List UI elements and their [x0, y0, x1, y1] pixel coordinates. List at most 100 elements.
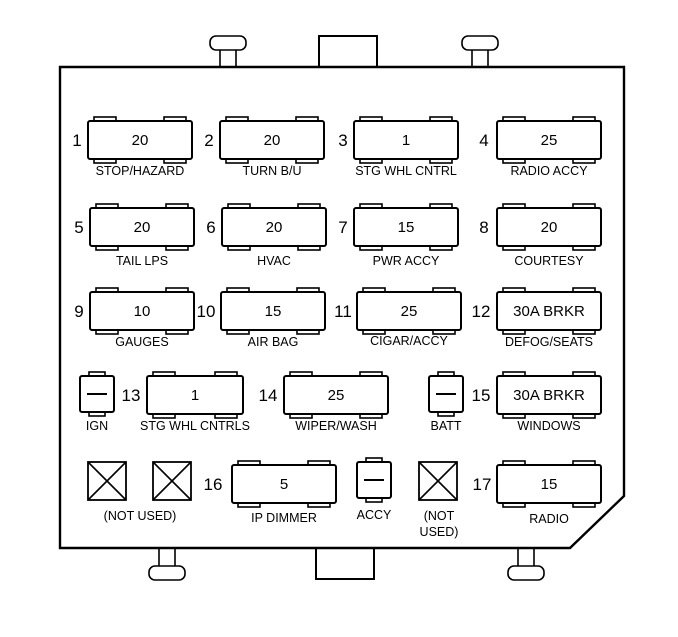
fuse-number: 14 — [259, 386, 278, 405]
small-slot-layer: IGN BATT ACCY — [79, 371, 464, 522]
slot-accy: ACCY — [356, 457, 392, 522]
unused-slot-1 — [87, 461, 127, 501]
fuse-circuit-label: CIGAR/ACCY — [370, 334, 448, 348]
fuse-number: 10 — [197, 302, 216, 321]
fuse-circuit-label: GAUGES — [115, 335, 169, 349]
top-right-mounting-post — [461, 35, 499, 69]
unused-slot-right-label-line1: (NOT — [424, 509, 455, 523]
fuse-circuit-label: AIR BAG — [248, 335, 299, 349]
fuse-rating: 25 — [328, 387, 345, 404]
fuse-body — [496, 464, 602, 504]
fuse-rating: 15 — [541, 476, 558, 493]
slot-ign: IGN — [79, 371, 115, 433]
slot-label: IGN — [86, 419, 108, 433]
fuse-rating: 5 — [280, 476, 288, 493]
fuse-number: 5 — [74, 218, 83, 237]
fuse-rating: 1 — [402, 132, 410, 149]
fuse-circuit-label: PWR ACCY — [373, 254, 440, 268]
fuse-body — [356, 291, 462, 331]
fuse-rating: 20 — [132, 132, 149, 149]
fuse-number: 15 — [472, 386, 491, 405]
fuse-rating: 25 — [541, 132, 558, 149]
fuse-number: 12 — [472, 302, 491, 321]
fuse-number: 17 — [473, 475, 492, 494]
fuse-circuit-label: WIPER/WASH — [295, 419, 376, 433]
fuse-number: 3 — [338, 131, 347, 150]
fuse-circuit-label: HVAC — [257, 254, 291, 268]
bottom-right-mounting-post — [507, 547, 545, 581]
fuse-rating: 15 — [265, 303, 282, 320]
fuse-body — [231, 464, 337, 504]
unused-slots-left-label: (NOT USED) — [104, 509, 177, 523]
slot-label: ACCY — [357, 508, 392, 522]
fuse-number: 8 — [479, 218, 488, 237]
fuse-rating: 20 — [264, 132, 281, 149]
fuse-circuit-label: RADIO ACCY — [510, 164, 588, 178]
fuse-body — [283, 375, 389, 415]
fuse-number: 13 — [122, 386, 141, 405]
fuse-number: 6 — [206, 218, 215, 237]
fuse-circuit-label: RADIO — [529, 512, 569, 526]
fuse-body — [87, 120, 193, 160]
fuse-number: 7 — [338, 218, 347, 237]
fuse-circuit-label: TAIL LPS — [116, 254, 168, 268]
bottom-left-mounting-post — [148, 547, 186, 581]
fuse-circuit-label: TURN B/U — [242, 164, 301, 178]
fuse-rating: 10 — [134, 303, 151, 320]
fuse-body — [220, 291, 326, 331]
fuse-circuit-label: COURTESY — [514, 254, 584, 268]
fuse-number: 1 — [72, 131, 81, 150]
fuse-body — [89, 207, 195, 247]
unused-slot-right-label-line2: USED) — [420, 525, 459, 539]
fuse-rating: 30A BRKR — [513, 303, 585, 320]
slot-label: BATT — [430, 419, 461, 433]
fuse-circuit-label: IP DIMMER — [251, 511, 317, 525]
unused-slot-2 — [152, 461, 192, 501]
fuse-body — [353, 207, 459, 247]
fuse-circuit-label: WINDOWS — [517, 419, 580, 433]
fuse-circuit-label: DEFOG/SEATS — [505, 335, 593, 349]
fuse-body — [221, 207, 327, 247]
fuse-number: 16 — [204, 475, 223, 494]
fuse-body — [89, 291, 195, 331]
fuse-body — [219, 120, 325, 160]
fuse-rating: 30A BRKR — [513, 387, 585, 404]
fuse-number: 9 — [74, 302, 83, 321]
fuse-rating: 25 — [401, 303, 418, 320]
fuse-circuit-label: STG WHL CNTRLS — [140, 419, 250, 433]
fuse-number: 2 — [204, 131, 213, 150]
fuse-rating: 20 — [541, 219, 558, 236]
fuse-circuit-label: STOP/HAZARD — [96, 164, 185, 178]
fuse-body — [496, 207, 602, 247]
fuse-body — [496, 375, 602, 415]
fuse-number: 4 — [479, 131, 488, 150]
fuse-rating: 20 — [134, 219, 151, 236]
fuse-block-outline — [58, 65, 626, 550]
fuse-body — [353, 120, 459, 160]
bottom-center-connector-tab — [315, 545, 375, 580]
fuse-rating: 15 — [398, 219, 415, 236]
fuse-rating: 1 — [191, 387, 199, 404]
fuse-body — [146, 375, 244, 415]
fuse-circuit-label: STG WHL CNTRL — [355, 164, 457, 178]
fuse-rating: 20 — [266, 219, 283, 236]
